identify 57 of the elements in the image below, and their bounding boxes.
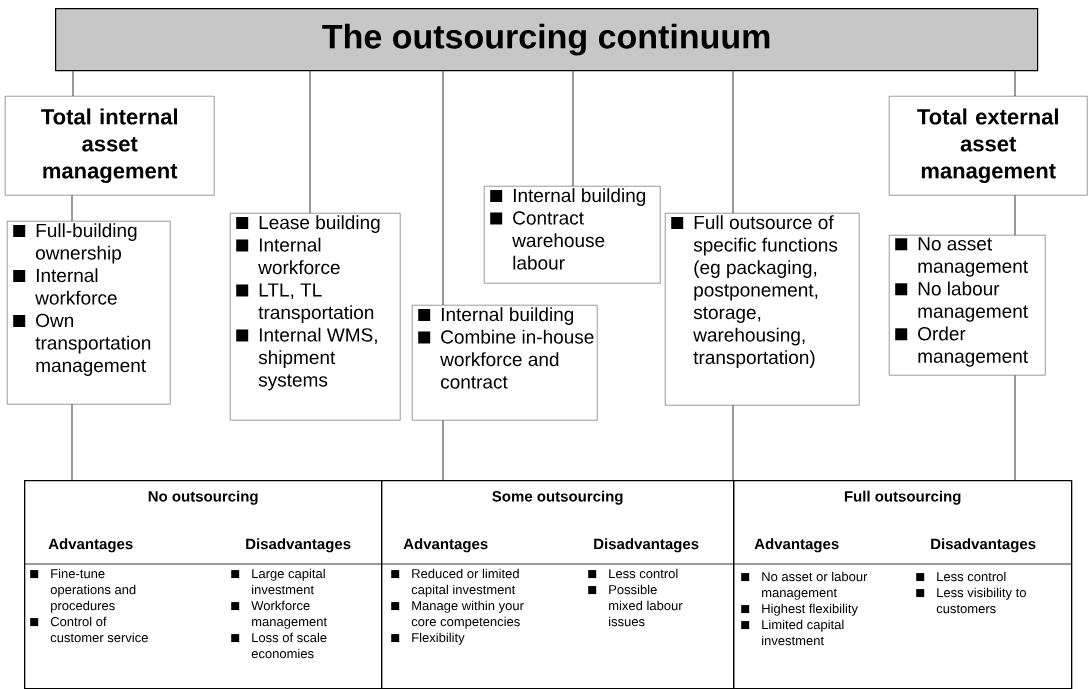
bullet-item: Internal WMS, shipment systems [236, 327, 377, 391]
bullet-item: Fine-tune operations and procedures [30, 568, 136, 613]
connector-line [572, 70, 574, 187]
bullet-item: Loss of scale economies [231, 632, 327, 659]
bullet-list-box [412, 305, 598, 421]
bullet-item: Less visibility to customers [916, 587, 1026, 614]
connector-line [1014, 375, 1016, 481]
bullet-item: Less control [588, 568, 678, 579]
bullet-item: Control of customer service [30, 616, 148, 643]
bullet-item: Full outsource of specific functions (eg packaging, postponement, storage, warehousing, transportation) [671, 215, 838, 368]
bullet-list-box [665, 213, 860, 406]
connector-line [442, 420, 444, 481]
bullet-item: Manage within your core competencies [391, 600, 524, 629]
column-heading: Advantages [403, 538, 488, 553]
bullet-item: Internal workforce [236, 237, 340, 275]
bullet-list-box [484, 186, 661, 284]
connector-line [442, 70, 444, 306]
bullet-item: Highest flexibility [741, 603, 858, 616]
bullet-list-box [7, 221, 171, 405]
bullet-item: Own transportation management [13, 313, 151, 376]
connector-line [1014, 70, 1016, 97]
column-heading: Disadvantages [931, 538, 1036, 553]
bullet-item: Large capital investment [231, 568, 325, 595]
bullet-item: Order management [895, 326, 1028, 367]
connector-line [72, 70, 74, 97]
category-box: Total internal asset management [5, 96, 215, 196]
bullet-item: Workforce management [231, 600, 327, 629]
connector-line [309, 70, 311, 214]
connector-line [71, 195, 73, 222]
bullet-item: Flexibility [391, 632, 465, 645]
bullet-item: Internal workforce [13, 268, 117, 305]
bullet-item: No asset management [895, 237, 1028, 277]
bullet-list-box [889, 235, 1046, 376]
connector-line [732, 70, 734, 214]
bullet-item: Full-building ownership [13, 223, 137, 264]
bullet-item: LTL, TL transportation [236, 283, 374, 323]
category-box: Total external asset management [889, 96, 1088, 196]
bullet-item: No asset or labour management [741, 571, 868, 600]
bullet-item: Limited capital investment [741, 619, 844, 646]
column-heading: Advantages [48, 538, 133, 553]
bullet-item: Possible mixed labour issues [588, 584, 683, 627]
bullet-item: Reduced or limited capital investment [391, 568, 519, 597]
bullet-item: Internal building [490, 188, 646, 206]
column-heading: Disadvantages [594, 538, 699, 553]
bullet-item: Internal building [418, 307, 574, 325]
column-heading: Advantages [754, 538, 839, 553]
connector-line [71, 404, 73, 481]
bullet-item: Less control [916, 571, 1006, 582]
bullet-list-box [230, 213, 401, 421]
bullet-item: Combine in-house workforce and contract [418, 329, 594, 389]
bullet-item: Lease building [236, 215, 380, 233]
column-heading: Disadvantages [246, 538, 351, 553]
connector-line [1014, 195, 1016, 236]
bullet-item: Contract warehouse labour [490, 211, 605, 270]
connector-line [732, 405, 734, 481]
bullet-item: No labour management [895, 281, 1028, 322]
title-banner: The outsourcing continuum [55, 8, 1039, 72]
